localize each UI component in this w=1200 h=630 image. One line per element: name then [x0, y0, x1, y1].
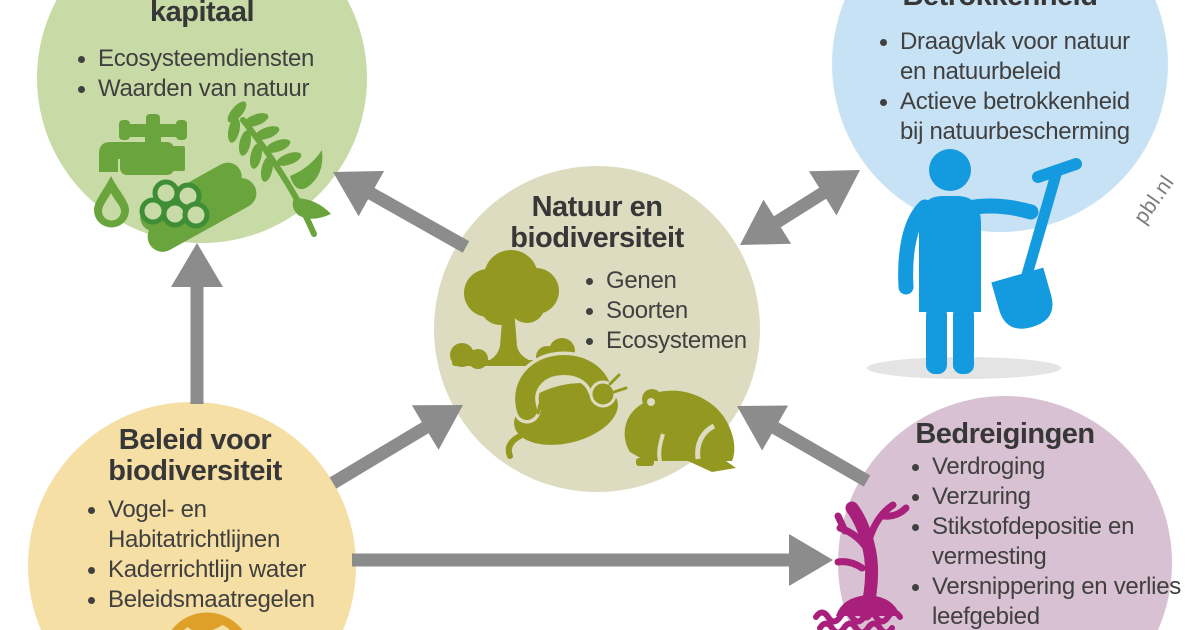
arrows-layer	[171, 170, 871, 586]
arrow-policy-to-natural-capital	[171, 243, 223, 404]
person-with-shovel-icon	[867, 149, 1082, 379]
list-item-text: Kaderrichtlijn water	[108, 556, 307, 583]
list-item: Ecosystemen	[586, 326, 747, 356]
logs-icon	[139, 162, 257, 252]
list-item-text: Stikstofdepositie en vermesting	[932, 513, 1135, 570]
list-item-text: Verzuring	[932, 483, 1031, 510]
bullet-icon	[912, 464, 919, 471]
bullet-icon	[912, 494, 919, 501]
nature-biodiversity-title: Natuur en biodiversiteit	[510, 191, 684, 254]
list-item: Beleidsmaatregelen	[88, 585, 328, 615]
list-item: Verdroging	[912, 452, 1182, 482]
involvement-title: Betrokkenheid	[832, 0, 1168, 12]
bullet-icon	[78, 56, 85, 63]
bullet-icon	[880, 99, 887, 106]
list-item-text: Vogel- en Habitatrichtlijnen	[108, 496, 281, 553]
bullet-icon	[912, 584, 919, 591]
threats-title: Bedreigingen	[915, 418, 1095, 450]
bullet-icon	[586, 338, 593, 345]
bullet-icon	[586, 308, 593, 315]
list-item-text: Versnippering en verlies leefgebied	[932, 573, 1181, 630]
arrow-policy-to-nature	[329, 405, 463, 489]
bullet-icon	[88, 507, 95, 514]
list-item-text: Waarden van natuur	[98, 75, 310, 102]
list-item: Genen	[586, 266, 747, 296]
list-item-text: Genen	[606, 267, 677, 294]
natural-capital-title: kapitaal	[150, 0, 255, 28]
list-item: Verzuring	[912, 482, 1182, 512]
dead-tree-icon	[813, 501, 910, 630]
list-item: Kaderrichtlijn water	[88, 555, 328, 585]
bullet-icon	[88, 597, 95, 604]
water-drop-icon	[94, 176, 129, 228]
bullet-icon	[880, 39, 887, 46]
globe-icon	[171, 612, 243, 630]
bullet-icon	[78, 86, 85, 93]
list-item-text: Ecosystemen	[606, 327, 747, 354]
list-item-text: Draagvlak voor natuur en natuurbeleid	[900, 28, 1130, 85]
list-item-text: Soorten	[606, 297, 688, 324]
wheat-icon	[227, 101, 331, 237]
arrow-nature-involvement-double	[740, 170, 860, 245]
bullet-icon	[586, 278, 593, 285]
water-waves-icon	[813, 609, 903, 630]
bullet-icon	[912, 524, 919, 531]
list-item: Stikstofdepositie en vermesting	[912, 512, 1182, 572]
arrow-threats-to-nature	[737, 405, 871, 487]
list-item-text: Actieve betrokkenheid bij natuurbescherm…	[900, 88, 1130, 145]
faucet-icon	[99, 114, 187, 175]
shovel-icon	[991, 158, 1082, 329]
tree-icon	[450, 250, 575, 369]
list-item: Versnippering en verlies leefgebied	[912, 572, 1182, 630]
policy-title: Beleid voor biodiversiteit	[108, 424, 282, 487]
list-item-text: Ecosysteemdiensten	[98, 45, 315, 72]
list-item: Soorten	[586, 296, 747, 326]
list-item: Ecosysteemdiensten	[78, 44, 314, 74]
list-item-text: Beleidsmaatregelen	[108, 586, 315, 613]
person-icon	[898, 149, 1039, 374]
arrow-nature-to-natural-capital	[333, 171, 470, 253]
caterpillar-leaf-icon	[505, 351, 628, 459]
list-item: Vogel- en Habitatrichtlijnen	[88, 495, 328, 555]
bullet-icon	[88, 567, 95, 574]
list-item: Draagvlak voor natuur en natuurbeleid	[880, 27, 1145, 87]
arrow-policy-to-threats	[352, 534, 833, 586]
list-item: Actieve betrokkenheid bij natuurbescherm…	[880, 87, 1145, 147]
list-item-text: Verdroging	[932, 453, 1046, 480]
frog-icon	[624, 389, 736, 472]
list-item: Waarden van natuur	[78, 74, 314, 104]
